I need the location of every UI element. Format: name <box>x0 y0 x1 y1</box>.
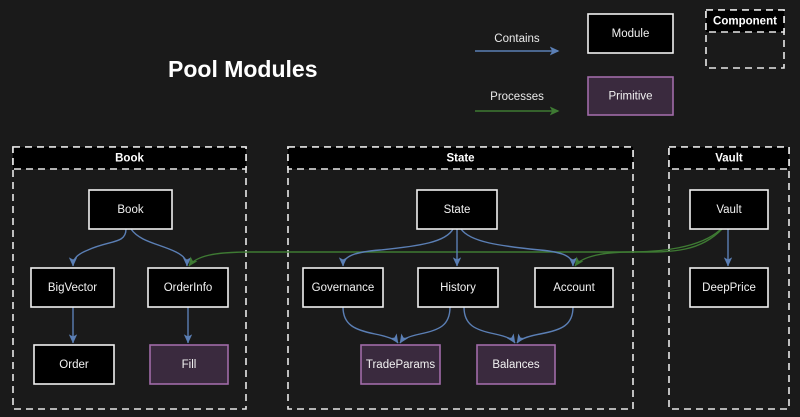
node-deepprice[interactable]: DeepPrice <box>690 268 768 307</box>
node-fill[interactable]: Fill <box>150 345 228 384</box>
cluster-label-state: State <box>446 153 474 165</box>
node-label: Order <box>59 359 89 371</box>
node-label: Balances <box>492 359 540 371</box>
cluster-label-book: Book <box>115 153 144 165</box>
legend-sample-label: Module <box>612 28 650 40</box>
node-order[interactable]: Order <box>34 345 114 384</box>
node-label: Governance <box>312 282 375 294</box>
node-bigvector[interactable]: BigVector <box>31 268 114 307</box>
node-label: OrderInfo <box>164 282 213 294</box>
node-orderinfo[interactable]: OrderInfo <box>148 268 228 307</box>
node-label: History <box>440 282 476 294</box>
node-label: BigVector <box>48 282 97 294</box>
legend-sample-module: Module <box>588 14 673 53</box>
node-label: Fill <box>182 359 197 371</box>
legend-label: Processes <box>490 91 544 103</box>
node-account[interactable]: Account <box>535 268 613 307</box>
node-vault[interactable]: Vault <box>690 190 768 229</box>
legend-sample-primitive: Primitive <box>588 77 673 115</box>
node-tradeparams[interactable]: TradeParams <box>361 345 440 384</box>
node-balances[interactable]: Balances <box>477 345 555 384</box>
node-book[interactable]: Book <box>89 190 172 229</box>
node-label: Book <box>117 204 143 216</box>
node-label: TradeParams <box>366 359 435 371</box>
legend-component-label: Component <box>713 16 777 28</box>
node-label: Account <box>553 282 595 294</box>
node-label: DeepPrice <box>702 282 756 294</box>
node-history[interactable]: History <box>418 268 498 307</box>
page-title: Pool Modules <box>168 56 318 82</box>
legend-sample-label: Primitive <box>608 91 652 103</box>
node-label: State <box>444 204 471 216</box>
node-state[interactable]: State <box>417 190 497 229</box>
cluster-label-vault: Vault <box>715 153 743 165</box>
legend-label: Contains <box>494 33 540 45</box>
node-label: Vault <box>716 204 742 216</box>
node-governance[interactable]: Governance <box>303 268 383 307</box>
